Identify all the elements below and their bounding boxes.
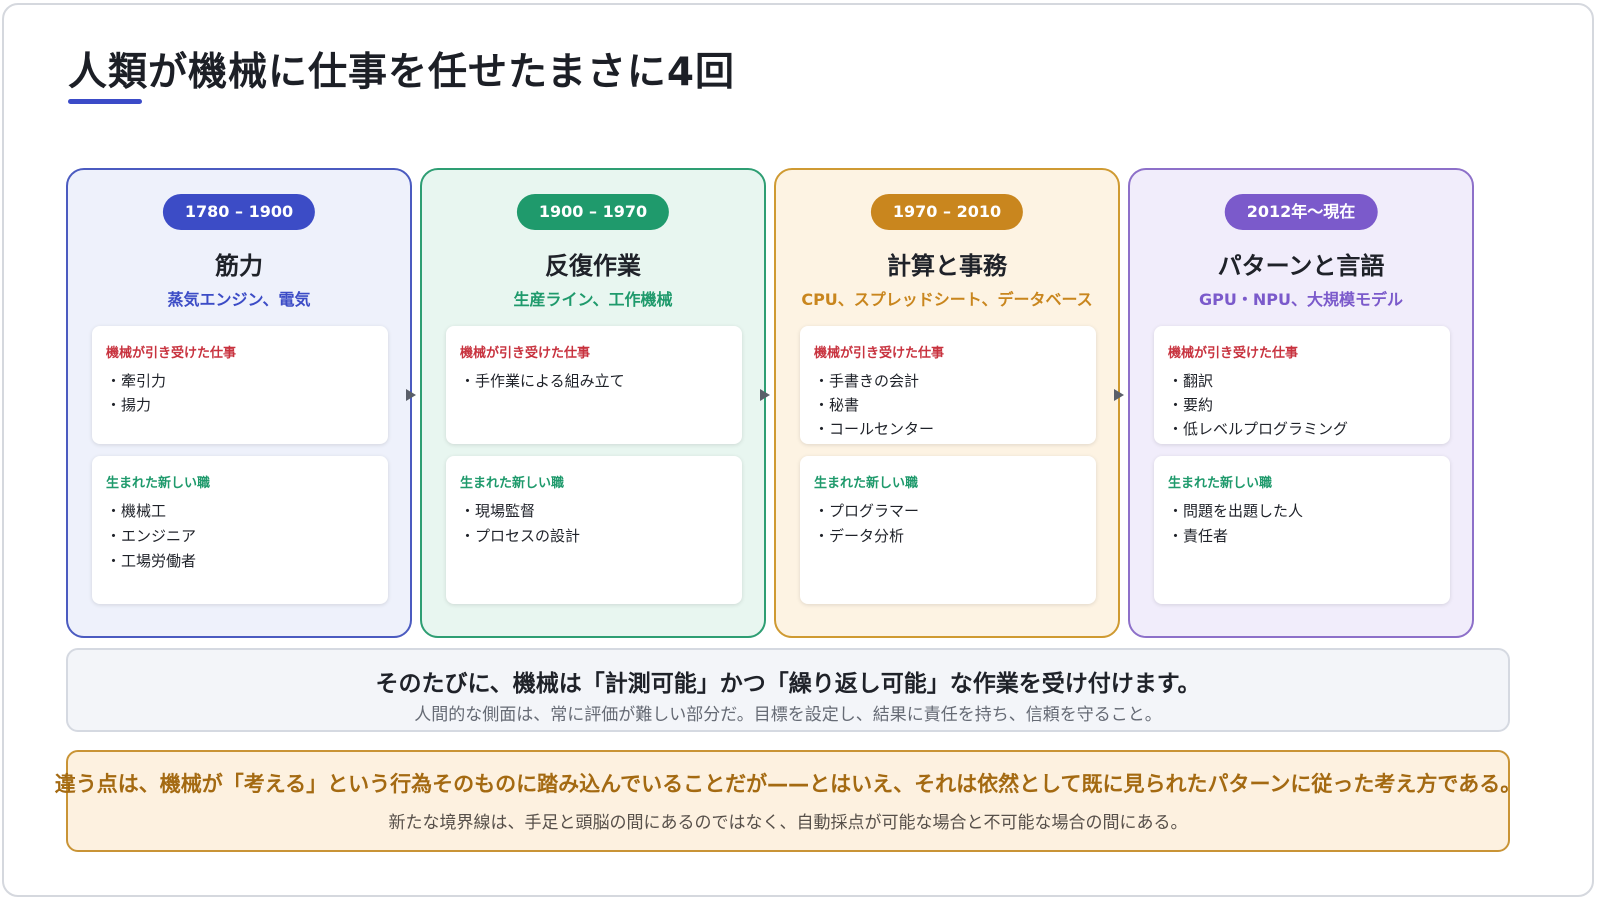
list-item: 秘書 [814,393,1082,417]
list-item: 要約 [1168,393,1436,417]
tasks-taken-label: 機械が引き受けた仕事 [1168,346,1299,361]
tasks-taken-box: 機械が引き受けた仕事 手書きの会計 秘書 コールセンター [800,326,1096,444]
list-item: 責任者 [1168,524,1436,549]
list-item: プログラマー [814,499,1082,524]
era-title: 計算と事務 [887,252,1007,280]
era-card-2: 1900 – 1970 反復作業 生産ライン、工作機械 機械が引き受けた仕事 手… [420,168,766,638]
new-jobs-label: 生まれた新しい職 [106,476,211,491]
list-item: コールセンター [814,417,1082,441]
new-jobs-box: 生まれた新しい職 機械工 エンジニア 工場労働者 [92,456,388,604]
title-underline [68,99,142,104]
new-jobs-box: 生まれた新しい職 現場監督 プロセスの設計 [446,456,742,604]
slide-title: 人類が機械に仕事を任せたまさに4回 [68,50,735,95]
tasks-taken-box: 機械が引き受けた仕事 手作業による組み立て [446,326,742,444]
new-jobs-label: 生まれた新しい職 [460,476,565,491]
era-period-badge: 1900 – 1970 [516,194,670,230]
summary-headline: そのたびに、機械は「計測可能」かつ「繰り返し可能」な作業を受け付けます。 [375,671,1201,697]
tasks-taken-label: 機械が引き受けた仕事 [106,346,237,361]
list-item: 手書きの会計 [814,369,1082,393]
list-item: 手作業による組み立て [460,369,728,393]
era-card-4: 2012年〜現在 パターンと言語 GPU・NPU、大規模モデル 機械が引き受けた… [1128,168,1474,638]
callout-subtext: 新たな境界線は、手足と頭脳の間にあるのではなく、自動採点が可能な場合と不可能な場… [388,813,1188,833]
era-period-badge: 1970 – 2010 [870,194,1024,230]
list-item: 揚力 [106,393,374,417]
list-item: 工場労働者 [106,549,374,574]
list-item: エンジニア [106,524,374,549]
era-title: パターンと言語 [1217,252,1385,280]
era-technology: 蒸気エンジン、電気 [167,290,311,309]
tasks-taken-box: 機械が引き受けた仕事 牽引力 揚力 [92,326,388,444]
list-item: 機械工 [106,499,374,524]
era-period-badge: 2012年〜現在 [1224,194,1378,230]
arrow-right-icon [760,389,770,401]
tasks-taken-label: 機械が引き受けた仕事 [814,346,945,361]
new-jobs-box: 生まれた新しい職 プログラマー データ分析 [800,456,1096,604]
arrow-right-icon [1114,389,1124,401]
era-card-1: 1780 – 1900 筋力 蒸気エンジン、電気 機械が引き受けた仕事 牽引力 … [66,168,412,638]
list-item: 低レベルプログラミング [1168,417,1436,441]
list-item: データ分析 [814,524,1082,549]
arrow-right-icon [406,389,416,401]
era-title: 筋力 [215,252,263,280]
era-card-3: 1970 – 2010 計算と事務 CPU、スプレッドシート、データベース 機械… [774,168,1120,638]
callout-box: 違う点は、機械が「考える」という行為そのものに踏み込んでいることだが——とはいえ… [55,750,1521,852]
list-item: 現場監督 [460,499,728,524]
new-jobs-box: 生まれた新しい職 問題を出題した人 責任者 [1154,456,1450,604]
summary-box: そのたびに、機械は「計測可能」かつ「繰り返し可能」な作業を受け付けます。 人間的… [66,648,1510,732]
callout-headline: 違う点は、機械が「考える」という行為そのものに踏み込んでいることだが——とはいえ… [54,772,1522,796]
tasks-taken-box: 機械が引き受けた仕事 翻訳 要約 低レベルプログラミング [1154,326,1450,444]
new-jobs-label: 生まれた新しい職 [1168,476,1273,491]
summary-subtext: 人間的な側面は、常に評価が難しい部分だ。目標を設定し、結果に責任を持ち、信頼を守… [414,705,1162,725]
tasks-taken-label: 機械が引き受けた仕事 [460,346,591,361]
era-technology: 生産ライン、工作機械 [513,290,673,309]
era-title: 反復作業 [545,252,641,280]
slide: 人類が機械に仕事を任せたまさに4回 1780 – 1900 筋力 蒸気エンジン、… [2,3,1594,897]
era-period-badge: 1780 – 1900 [162,194,316,230]
list-item: プロセスの設計 [460,524,728,549]
era-technology: CPU、スプレッドシート、データベース [801,290,1093,309]
list-item: 牽引力 [106,369,374,393]
list-item: 翻訳 [1168,369,1436,393]
list-item: 問題を出題した人 [1168,499,1436,524]
era-technology: GPU・NPU、大規模モデル [1199,290,1403,309]
new-jobs-label: 生まれた新しい職 [814,476,919,491]
